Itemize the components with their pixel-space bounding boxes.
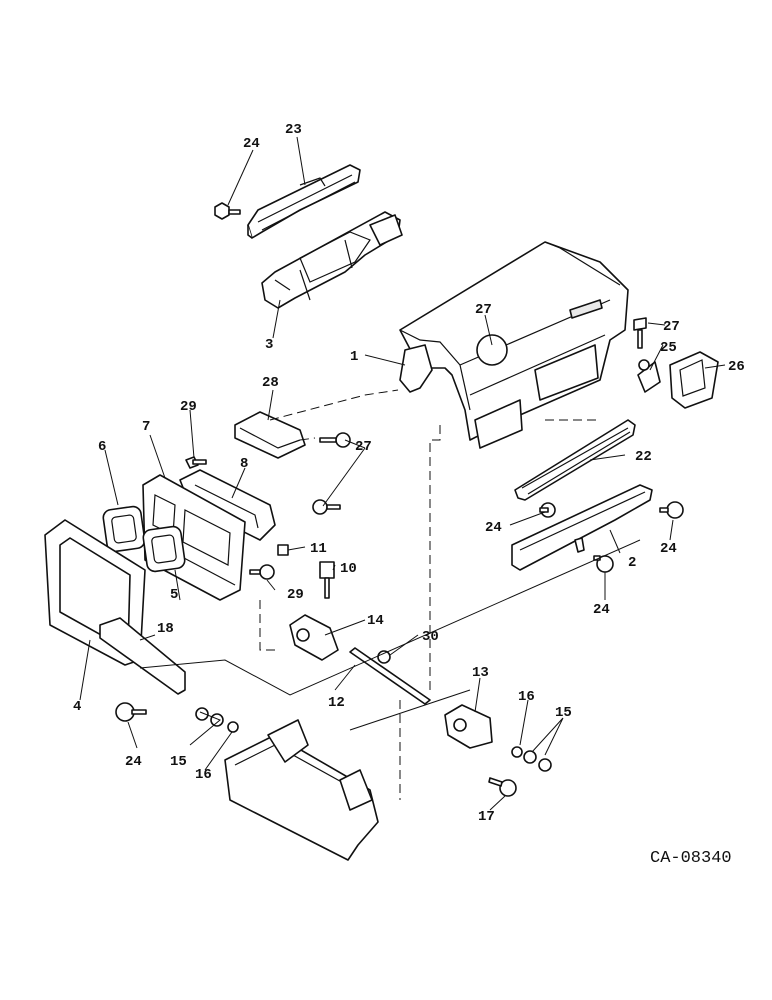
callout-25: 25 <box>660 340 677 356</box>
lower-tray <box>224 719 379 861</box>
callout-3: 3 <box>265 337 273 353</box>
fastener-11 <box>277 544 289 556</box>
callout-16: 16 <box>195 767 212 783</box>
part-2-rail <box>511 484 653 571</box>
callout-6: 6 <box>98 439 106 455</box>
callout-27: 27 <box>663 319 680 335</box>
fastener-17 <box>488 777 517 797</box>
callout-18: 18 <box>157 621 174 637</box>
callout-17: 17 <box>478 809 495 825</box>
callout-29: 29 <box>180 399 197 415</box>
callout-24: 24 <box>485 520 502 536</box>
fastener-24-left <box>115 702 147 722</box>
callout-27: 27 <box>475 302 492 318</box>
callout-7: 7 <box>142 419 150 435</box>
callout-1: 1 <box>350 349 358 365</box>
callout-28: 28 <box>262 375 279 391</box>
fastener-29-top <box>185 456 207 469</box>
callout-26: 26 <box>728 359 745 375</box>
callout-14: 14 <box>367 613 384 629</box>
fastener-10 <box>319 561 335 599</box>
part-23-bracket <box>247 164 361 239</box>
fastener-15-right <box>523 750 552 772</box>
callout-27: 27 <box>355 439 372 455</box>
callout-13: 13 <box>472 665 489 681</box>
callout-2: 2 <box>628 555 636 571</box>
part-13-bracket <box>444 704 493 749</box>
callout-29: 29 <box>287 587 304 603</box>
fastener-24-rail-bottom <box>593 555 614 573</box>
leader-lines <box>79 136 726 811</box>
part-12-shaft <box>349 647 431 705</box>
callouts: 23 24 3 1 27 27 25 26 28 29 7 6 8 27 22 … <box>73 122 745 825</box>
part-1-hood <box>399 241 629 449</box>
part-25-clip <box>637 359 661 393</box>
part-14-bracket <box>289 614 339 661</box>
fastener-29-bottom <box>249 564 275 580</box>
fastener-24-rail-right <box>659 501 684 519</box>
part-27-bolt-right <box>633 317 647 349</box>
part-22-rail <box>514 419 636 501</box>
callout-30: 30 <box>422 629 439 645</box>
callout-22: 22 <box>635 449 652 465</box>
callout-15: 15 <box>555 705 572 721</box>
callout-24: 24 <box>593 602 610 618</box>
fastener-24-rail-left <box>539 502 556 518</box>
reference-code: CA-08340 <box>650 849 732 868</box>
part-28-cover <box>234 411 306 459</box>
fastener-16-right <box>511 746 523 758</box>
assembly-lines <box>139 389 641 800</box>
callout-10: 10 <box>340 561 357 577</box>
callout-12: 12 <box>328 695 345 711</box>
part-5-lamp <box>142 525 186 573</box>
callout-4: 4 <box>73 699 81 715</box>
callout-24: 24 <box>125 754 142 770</box>
callout-24: 24 <box>243 136 260 152</box>
callout-8: 8 <box>240 456 248 472</box>
part-3-bracket <box>261 211 403 309</box>
fastener-15-left <box>195 707 224 727</box>
callout-11: 11 <box>310 541 327 557</box>
callout-16: 16 <box>518 689 535 705</box>
fastener-24-top <box>214 202 241 220</box>
fastener-27-b <box>312 499 341 515</box>
callout-23: 23 <box>285 122 302 138</box>
fastener-16-left <box>227 721 239 733</box>
part-26-bracket <box>669 351 719 409</box>
part-18-strap <box>99 617 186 695</box>
fastener-27-a <box>319 432 351 448</box>
part-6-lamp <box>102 505 146 553</box>
part-30-washer <box>377 650 391 664</box>
callout-5: 5 <box>170 587 178 603</box>
callout-15: 15 <box>170 754 187 770</box>
callout-24: 24 <box>660 541 677 557</box>
